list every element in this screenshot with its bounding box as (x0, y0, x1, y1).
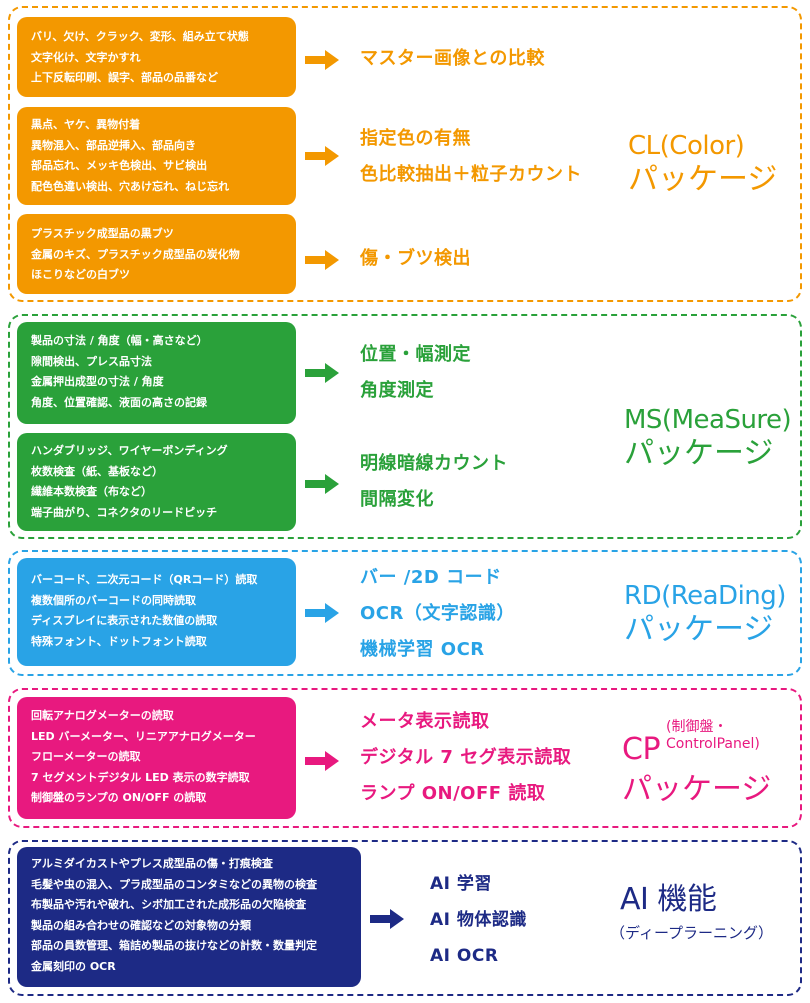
ms-package-name: MS(MeaSure) (624, 405, 792, 435)
cl-package-label: CL(Color) パッケージ (628, 130, 777, 198)
cp-box-1-item: 制御盤のランプの ON/OFF の読取 (31, 791, 207, 804)
section-cp (8, 688, 802, 828)
ai-box-1: アルミダイカストやプレス成型品の傷・打痕検査 毛髪や虫の混入、プラ成型品のコンタ… (17, 847, 361, 987)
cl-result-3: 傷・ブツ検出 (360, 244, 471, 270)
ms-result-1: 位置・幅測定 角度測定 (360, 337, 471, 409)
ms-box-2-item: 端子曲がり、コネクタのリードピッチ (31, 505, 218, 519)
cp-package-name: CP (622, 732, 661, 767)
ms-result-2: 明線暗線カウント 間隔変化 (360, 446, 508, 518)
cl-box-3-item: 金属のキズ、プラスチック成型品の炭化物 (31, 247, 240, 261)
rd-box-1: バーコード、二次元コード（QRコード）読取 複数個所のバーコードの同時読取 ディ… (17, 558, 296, 666)
cp-package-label: CP (制御盤・ ControlPanel) パッケージ (622, 716, 771, 808)
arrow-right-icon (370, 909, 404, 929)
cl-box-2: 黒点、ヤケ、異物付着 異物混入、部品逆挿入、部品向き 部品忘れ、メッキ色検出、サ… (17, 107, 296, 205)
cl-box-2-item: 異物混入、部品逆挿入、部品向き (31, 138, 196, 152)
cp-result-line: ランプ ON/OFF 読取 (360, 783, 546, 804)
cp-box-1-item: フローメーターの読取 (31, 750, 141, 763)
ai-package-name: AI 機能 (620, 882, 717, 917)
ms-result-line: 間隔変化 (360, 489, 434, 510)
cl-result-line: 色比較抽出＋粒子カウント (360, 164, 582, 185)
cp-box-1-item: 7 セグメントデジタル LED 表示の数字読取 (31, 770, 250, 784)
rd-package-sub: パッケージ (624, 612, 774, 647)
cl-box-2-item: 部品忘れ、メッキ色検出、サビ検出 (31, 159, 208, 172)
cl-result-1: マスター画像との比較 (360, 44, 545, 70)
rd-box-1-item: バーコード、二次元コード（QRコード）読取 (31, 573, 258, 586)
ms-box-2-item: 繊維本数検査（布など） (31, 485, 152, 498)
cl-package-sub: パッケージ (628, 162, 778, 197)
ms-package-label: MS(MeaSure) パッケージ (624, 404, 792, 472)
cl-box-1-item: バリ、欠け、クラック、変形、組み立て状態 (31, 30, 249, 43)
cl-box-1-item: 上下反転印刷、誤字、部品の品番など (31, 71, 218, 84)
cp-package-note-2: ControlPanel) (666, 736, 760, 752)
ms-box-1-item: 角度、位置確認、液面の高さの記録 (31, 395, 207, 409)
ms-box-2-item: ハンダブリッジ、ワイヤーボンディング (31, 444, 228, 457)
arrow-right-icon (305, 603, 339, 623)
rd-result-line: OCR（文字認識） (360, 603, 515, 624)
arrow-right-icon (305, 474, 339, 494)
section-rd (8, 550, 802, 676)
ms-box-2: ハンダブリッジ、ワイヤーボンディング 枚数検査（紙、基板など） 繊維本数検査（布… (17, 433, 296, 531)
ms-box-2-item: 枚数検査（紙、基板など） (31, 464, 163, 478)
rd-result-line: バー /2D コード (360, 567, 502, 588)
cl-box-1-item: 文字化け、文字かすれ (31, 50, 141, 64)
ms-box-1-item: 金属押出成型の寸法 / 角度 (31, 375, 164, 388)
cp-result-1: メータ表示読取 デジタル 7 セグ表示読取 ランプ ON/OFF 読取 (360, 704, 571, 812)
cl-result-line: 傷・ブツ検出 (360, 248, 471, 269)
cl-result-2: 指定色の有無 色比較抽出＋粒子カウント (360, 121, 582, 193)
rd-package-name: RD(ReaDing) (624, 581, 786, 611)
cl-package-name: CL(Color) (628, 131, 745, 161)
ai-result-line: AI 物体認識 (430, 910, 527, 930)
ai-box-1-item: 布製品や汚れや破れ、シボ加工された成形品の欠陥検査 (31, 898, 307, 911)
ms-result-line: 角度測定 (360, 380, 434, 401)
cp-result-line: メータ表示読取 (360, 711, 490, 732)
cp-package-note-1: (制御盤・ (666, 719, 728, 735)
ms-box-1-item: 製品の寸法 / 角度（幅・高さなど） (31, 334, 208, 347)
cp-box-1: 回転アナログメーターの読取 LED バーメーター、リニアアナログメーター フロー… (17, 697, 296, 819)
arrow-right-icon (305, 751, 339, 771)
arrow-right-icon (305, 146, 339, 166)
section-cl (8, 6, 802, 302)
ai-box-1-item: 製品の組み合わせの確認などの対象物の分類 (31, 918, 251, 932)
cp-result-line: デジタル 7 セグ表示読取 (360, 747, 572, 768)
cl-box-3: プラスチック成型品の黒ブツ 金属のキズ、プラスチック成型品の炭化物 ほこりなどの… (17, 214, 296, 294)
cl-box-2-item: 黒点、ヤケ、異物付着 (31, 118, 141, 131)
ai-package-sub: （ディープラーニング） (610, 924, 774, 942)
ai-box-1-item: 部品の員数管理、箱詰め製品の抜けなどの計数・数量判定 (31, 939, 317, 952)
ai-result-1: AI 学習 AI 物体認識 AI OCR (430, 866, 527, 974)
ai-result-line: AI 学習 (430, 874, 492, 894)
arrow-right-icon (305, 50, 339, 70)
rd-box-1-item: 特殊フォント、ドットフォント読取 (31, 634, 207, 648)
rd-package-label: RD(ReaDing) パッケージ (624, 580, 786, 648)
cl-box-3-item: ほこりなどの白ブツ (31, 268, 130, 281)
rd-result-line: 機械学習 OCR (360, 639, 485, 660)
ms-box-1: 製品の寸法 / 角度（幅・高さなど） 隙間検出、プレス品寸法 金属押出成型の寸法… (17, 322, 296, 424)
ai-box-1-item: 毛髪や虫の混入、プラ成型品のコンタミなどの異物の検査 (31, 877, 317, 891)
section-ms (8, 314, 802, 539)
cp-box-1-item: 回転アナログメーターの読取 (31, 709, 174, 722)
cl-box-2-item: 配色色違い検出、穴あけ忘れ、ねじ忘れ (31, 179, 230, 193)
cp-box-1-item: LED バーメーター、リニアアナログメーター (31, 729, 256, 743)
cl-box-1: バリ、欠け、クラック、変形、組み立て状態 文字化け、文字かすれ 上下反転印刷、誤… (17, 17, 296, 97)
ai-box-1-item: アルミダイカストやプレス成型品の傷・打痕検査 (31, 857, 273, 870)
cl-result-line: 指定色の有無 (360, 128, 471, 149)
rd-result-1: バー /2D コード OCR（文字認識） 機械学習 OCR (360, 560, 515, 668)
rd-box-1-item: ディスプレイに表示された数値の読取 (31, 614, 218, 627)
ai-package-label: AI 機能 （ディープラーニング） (610, 880, 773, 946)
cp-package-sub: パッケージ (622, 772, 772, 807)
ms-result-line: 明線暗線カウント (360, 453, 508, 474)
ms-box-1-item: 隙間検出、プレス品寸法 (31, 354, 152, 368)
arrow-right-icon (305, 363, 339, 383)
ms-result-line: 位置・幅測定 (360, 344, 471, 365)
cl-result-line: マスター画像との比較 (360, 48, 545, 69)
cl-box-3-item: プラスチック成型品の黒ブツ (31, 227, 174, 240)
ai-result-line: AI OCR (430, 946, 499, 966)
ai-box-1-item: 金属刻印の OCR (31, 959, 116, 973)
arrow-right-icon (305, 250, 339, 270)
rd-box-1-item: 複数個所のバーコードの同時読取 (31, 593, 196, 607)
ms-package-sub: パッケージ (624, 436, 774, 471)
section-ai (8, 840, 802, 996)
